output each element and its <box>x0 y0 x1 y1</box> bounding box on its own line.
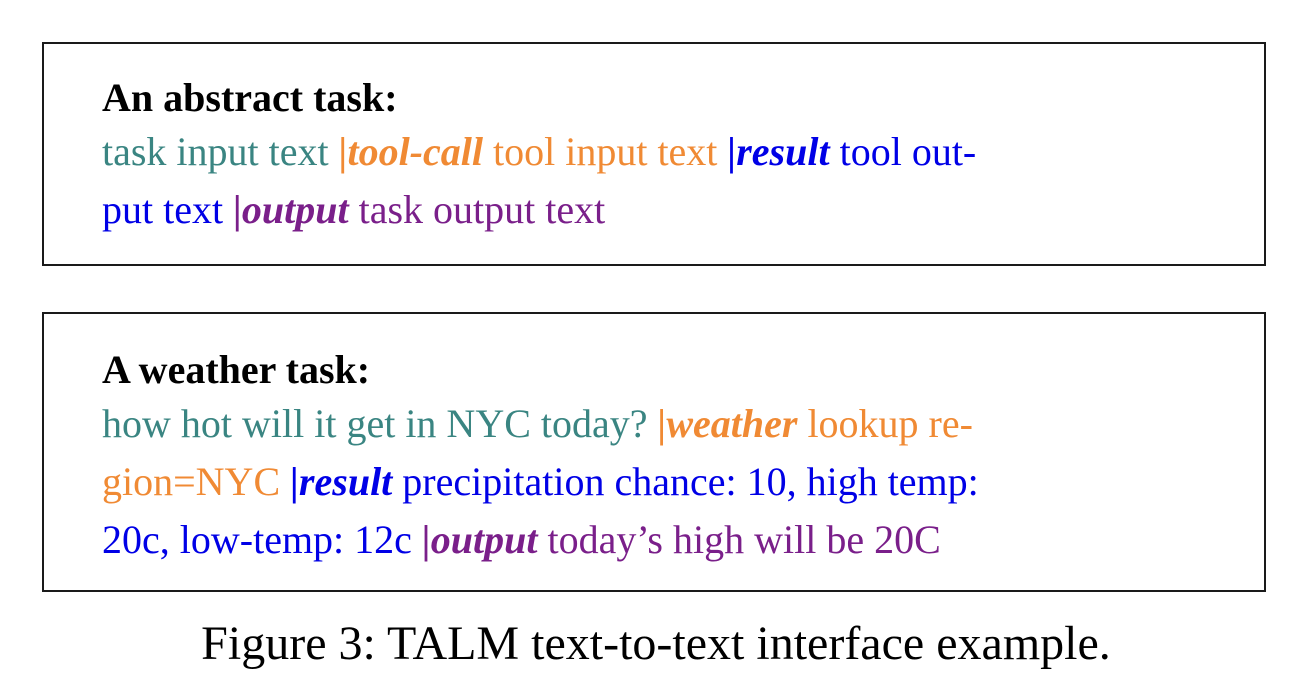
weather-output-text: today’s high will be 20C <box>537 517 941 562</box>
weather-tag: |weather <box>657 401 798 446</box>
tool-input-text: tool input text <box>482 129 728 174</box>
tool-output-text-cont: put text <box>102 187 234 232</box>
weather-task-line-1: how hot will it get in NYC today? |weath… <box>102 404 973 444</box>
tool-output-text: tool out- <box>829 129 977 174</box>
abstract-task-heading: An abstract task: <box>102 75 398 120</box>
weather-tool-input-cont: gion=NYC <box>102 459 291 504</box>
result-tag: |result <box>727 129 830 174</box>
figure-caption: Figure 3: TALM text-to-text interface ex… <box>201 617 1111 670</box>
output-tag: |output <box>233 187 349 232</box>
task-output-text: task output text <box>348 187 606 232</box>
weather-task-line-2: gion=NYC |result precipitation chance: 1… <box>102 462 979 502</box>
weather-result-tag: |result <box>290 459 393 504</box>
tool-call-tag: |tool-call <box>338 129 483 174</box>
abstract-task-line-1: task input text |tool-call tool input te… <box>102 132 976 172</box>
abstract-task-box: An abstract task: task input text |tool-… <box>42 42 1266 266</box>
weather-task-heading: A weather task: <box>102 347 371 392</box>
weather-task-line-3: 20c, low-temp: 12c |output today’s high … <box>102 520 941 560</box>
abstract-task-line-2: put text |output task output text <box>102 190 605 230</box>
weather-task-box: A weather task: how hot will it get in N… <box>42 312 1266 592</box>
weather-result-text-cont: 20c, low-temp: 12c <box>102 517 422 562</box>
task-input-text: task input text <box>102 129 339 174</box>
weather-result-text: precipitation chance: 10, high temp: <box>392 459 979 504</box>
weather-output-tag: |output <box>421 517 538 562</box>
weather-tool-input: lookup re- <box>797 401 973 446</box>
weather-input-text: how hot will it get in NYC today? <box>102 401 658 446</box>
